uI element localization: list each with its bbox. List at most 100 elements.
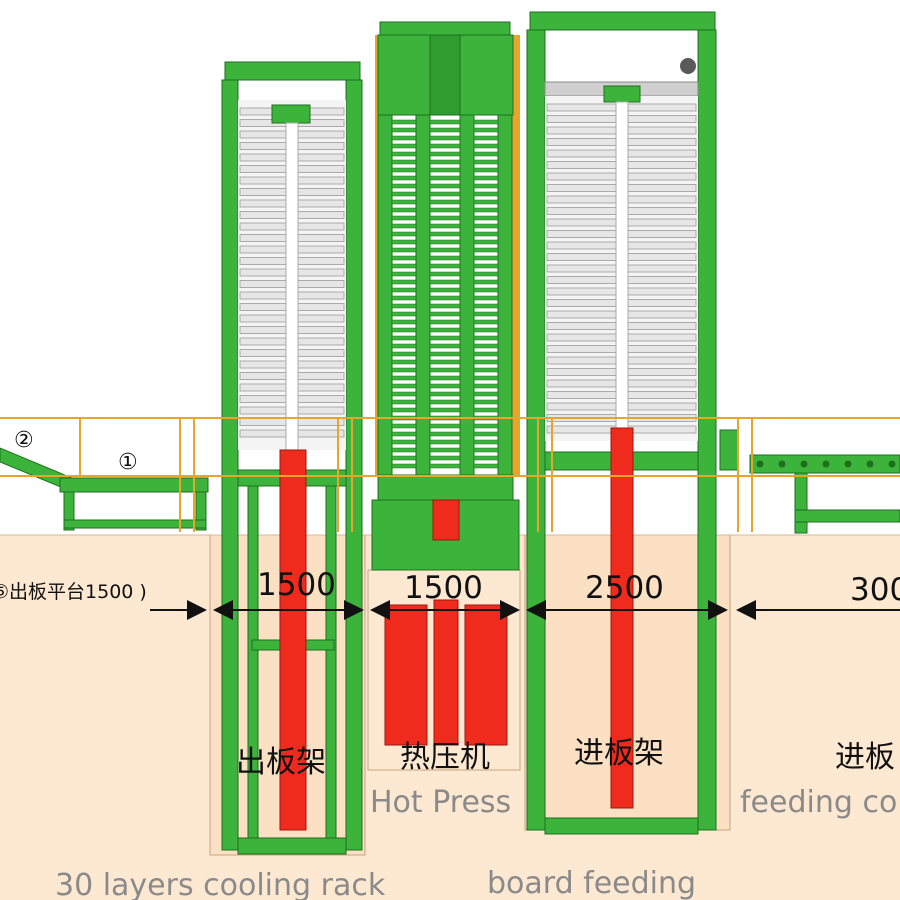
platen bbox=[429, 439, 461, 445]
platen bbox=[473, 463, 499, 469]
hot-press-cylinder-left bbox=[384, 604, 428, 746]
platen bbox=[429, 367, 461, 373]
platen bbox=[473, 183, 499, 189]
hot-press-main-cylinder bbox=[432, 499, 460, 541]
platen bbox=[429, 399, 461, 405]
conveyor-roller bbox=[800, 460, 808, 468]
platen bbox=[391, 287, 417, 293]
platen bbox=[473, 391, 499, 397]
platen bbox=[391, 175, 417, 181]
platen bbox=[473, 199, 499, 205]
label-en-board-feeding: board feeding bbox=[487, 866, 696, 900]
platen bbox=[473, 119, 499, 125]
platen bbox=[473, 271, 499, 277]
platen bbox=[473, 335, 499, 341]
platen bbox=[429, 383, 461, 389]
platen bbox=[391, 239, 417, 245]
platen bbox=[429, 327, 461, 333]
platen bbox=[429, 135, 461, 141]
platen bbox=[429, 295, 461, 301]
label-en-hot-press: Hot Press bbox=[370, 785, 511, 820]
platen bbox=[473, 383, 499, 389]
platen bbox=[429, 319, 461, 325]
hot-press bbox=[371, 21, 520, 746]
safety-railing bbox=[0, 417, 900, 532]
platen bbox=[473, 319, 499, 325]
platen bbox=[473, 295, 499, 301]
dim-cooling-rack: 1500 bbox=[257, 567, 336, 603]
platen bbox=[473, 447, 499, 453]
platen bbox=[391, 367, 417, 373]
label-en-cooling-rack: 30 layers cooling rack bbox=[55, 868, 386, 900]
platen bbox=[391, 215, 417, 221]
platen bbox=[391, 135, 417, 141]
platen bbox=[391, 207, 417, 213]
platen bbox=[473, 303, 499, 309]
platen bbox=[391, 423, 417, 429]
platen bbox=[391, 351, 417, 357]
platen bbox=[429, 335, 461, 341]
platen bbox=[391, 407, 417, 413]
platen bbox=[391, 343, 417, 349]
platen bbox=[473, 191, 499, 197]
platen bbox=[473, 263, 499, 269]
platen bbox=[429, 247, 461, 253]
platen bbox=[429, 159, 461, 165]
label-outlet-platform: ⑤出板平台1500 ) bbox=[0, 581, 147, 603]
platen bbox=[429, 431, 461, 437]
platen bbox=[391, 263, 417, 269]
platen bbox=[391, 183, 417, 189]
platen bbox=[429, 167, 461, 173]
hot-press-cylinder-right bbox=[464, 604, 508, 746]
dim-feeding-rack: 2500 bbox=[585, 570, 664, 606]
dim-feeding-conveyor: 300 bbox=[850, 572, 900, 608]
platen bbox=[429, 231, 461, 237]
label-cn-hot-press: 热压机 bbox=[400, 740, 490, 775]
platen bbox=[391, 335, 417, 341]
platen bbox=[473, 207, 499, 213]
platen bbox=[429, 183, 461, 189]
platen bbox=[473, 279, 499, 285]
platen bbox=[473, 151, 499, 157]
platen bbox=[391, 127, 417, 133]
platen bbox=[391, 295, 417, 301]
platen bbox=[473, 223, 499, 229]
platen bbox=[473, 351, 499, 357]
platen bbox=[429, 207, 461, 213]
platen bbox=[391, 255, 417, 261]
label-cn-cooling-rack: 出板架 bbox=[236, 745, 326, 780]
platen bbox=[429, 407, 461, 413]
platen bbox=[429, 279, 461, 285]
platen bbox=[391, 359, 417, 365]
platen bbox=[473, 239, 499, 245]
platen bbox=[391, 399, 417, 405]
platen bbox=[391, 447, 417, 453]
platen bbox=[473, 431, 499, 437]
platen bbox=[391, 391, 417, 397]
platen bbox=[473, 135, 499, 141]
platen bbox=[473, 439, 499, 445]
platen bbox=[429, 151, 461, 157]
platen bbox=[391, 303, 417, 309]
platen bbox=[429, 343, 461, 349]
platen bbox=[429, 391, 461, 397]
hot-press-cylinder-center bbox=[433, 599, 459, 746]
platen bbox=[473, 287, 499, 293]
platen bbox=[391, 279, 417, 285]
platen bbox=[391, 455, 417, 461]
platen bbox=[429, 375, 461, 381]
cooling-rack bbox=[221, 61, 363, 855]
platen bbox=[391, 431, 417, 437]
platen bbox=[391, 271, 417, 277]
conveyor-roller bbox=[778, 460, 786, 468]
platen bbox=[473, 231, 499, 237]
platen bbox=[473, 127, 499, 133]
outlet-platform bbox=[0, 447, 209, 531]
platen bbox=[473, 455, 499, 461]
platen bbox=[429, 303, 461, 309]
conveyor-roller bbox=[822, 460, 830, 468]
platen bbox=[429, 351, 461, 357]
platen bbox=[391, 327, 417, 333]
marker-1: ① bbox=[118, 450, 138, 475]
